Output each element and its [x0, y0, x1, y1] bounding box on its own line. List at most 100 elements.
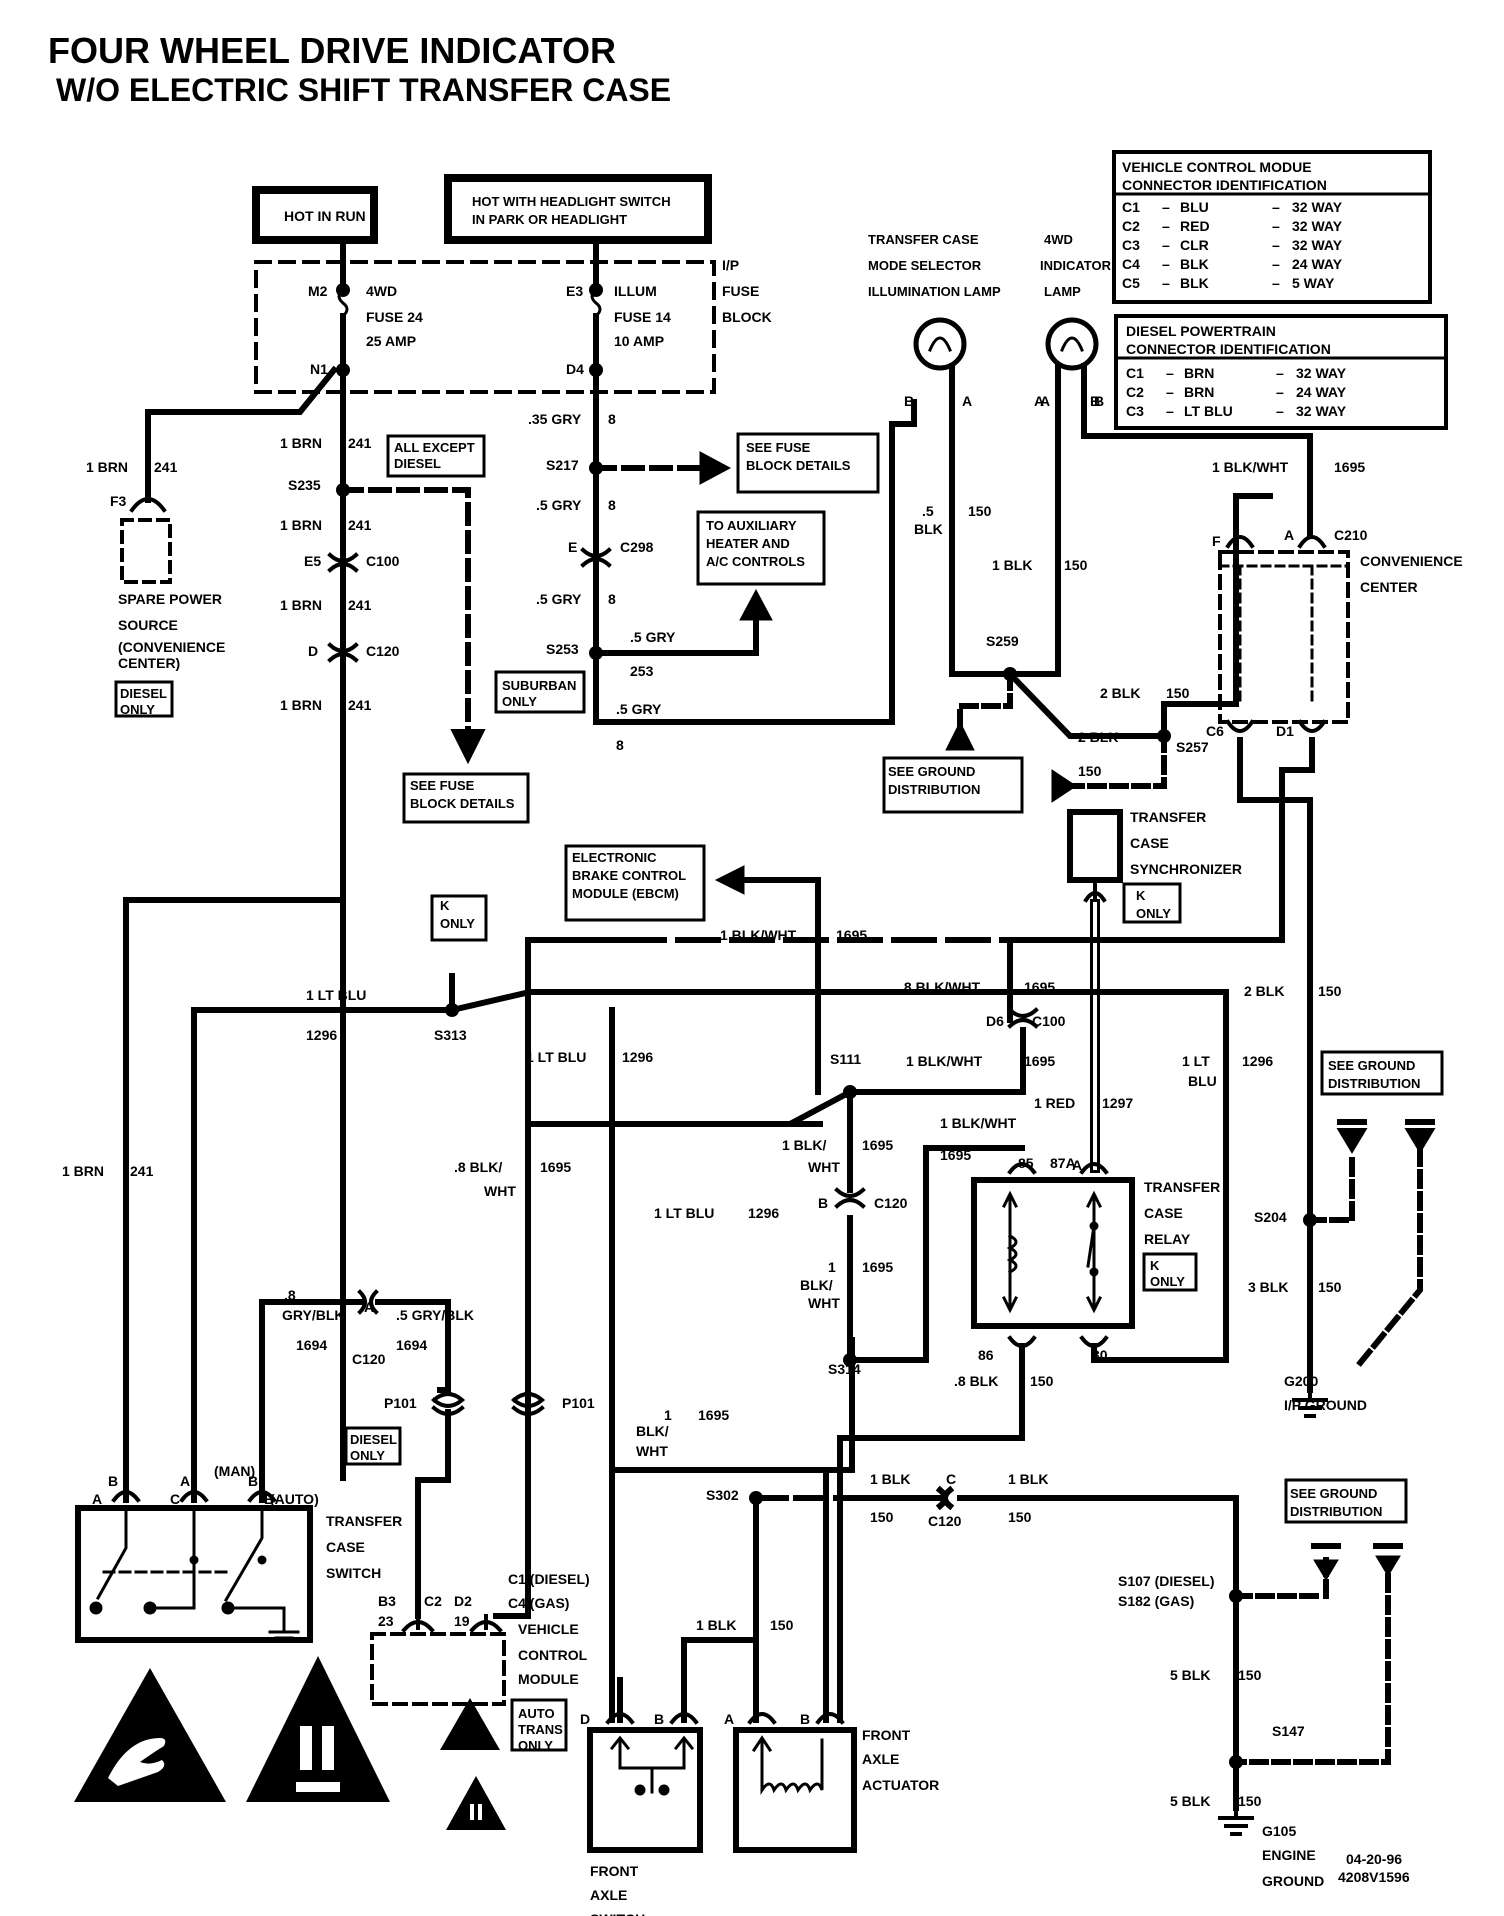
wire-241-color-0: 1 BRN [86, 459, 128, 475]
dpcm-table-cell: C1 [1126, 365, 1144, 381]
vcm-table-cell: BLK [1180, 256, 1209, 272]
note-37: ONLY [1150, 1274, 1185, 1289]
wire-1695-ebcm: 1 BLK/WHT [720, 927, 797, 943]
dpcm-table-cell: BRN [1184, 384, 1214, 400]
connector-a-9: A [1284, 527, 1294, 543]
note-4: TO AUXILIARY [706, 518, 797, 533]
vcm-table-cell: – [1272, 199, 1280, 215]
splice-s182: S182 (GAS) [1118, 1593, 1194, 1609]
wire-150-e: 150 [1064, 557, 1088, 573]
wire-2blk-c2: 150 [1078, 763, 1102, 779]
pin-a-8: A [724, 1711, 734, 1727]
vcm-table-cell: – [1162, 256, 1170, 272]
vcm-table-cell: – [1162, 275, 1170, 291]
wire-241-circuit-2: 241 [348, 517, 372, 533]
pin-b-5: B [264, 1491, 274, 1507]
vcm-table-cell: – [1162, 237, 1170, 253]
wire-1296-a: 1 LT BLU [306, 987, 366, 1003]
fuse24-fuse: FUSE 24 [366, 309, 423, 325]
wire-5blk-2c: 150 [1238, 1793, 1262, 1809]
wire-1297-b: 1297 [1102, 1095, 1133, 1111]
lamp2-pin-b: B [1094, 393, 1104, 409]
note-56: FRONT [862, 1727, 911, 1743]
connector-d-3: D [308, 643, 318, 659]
dpcm-table-cell: 32 WAY [1296, 403, 1347, 419]
fuse24-pin-in: M2 [308, 283, 328, 299]
note-59: SEE GROUND [1290, 1486, 1377, 1501]
note-38: G200 [1284, 1373, 1318, 1389]
dpcm-table-cell: – [1166, 365, 1174, 381]
wire-1695-v2b: BLK/ [800, 1277, 833, 1293]
pin-b-12: B [1090, 393, 1100, 409]
note-61: G105 [1262, 1823, 1296, 1839]
lamp2-pin-a: A [1034, 393, 1044, 409]
wire-5blk-1: 5 BLK [1170, 1667, 1210, 1683]
fuse-block-label-1: I/P [722, 257, 739, 273]
pin-b-9: B [800, 1711, 810, 1727]
note-3: BLOCK DETAILS [746, 458, 851, 473]
wire-1695-s111: 1 BLK/WHT [906, 1053, 983, 1069]
note-27: K [440, 898, 450, 913]
wire-241-color-4: 1 BRN [280, 697, 322, 713]
connector-c-31: C [946, 1471, 956, 1487]
vcm-table-cell: – [1272, 256, 1280, 272]
pin-b-7: B [654, 1711, 664, 1727]
connector-p101-19: P101 [562, 1395, 595, 1411]
vcm-table-cell: BLU [1180, 199, 1209, 215]
connector-p101-18: P101 [384, 1395, 417, 1411]
connector-e5-1: E5 [304, 553, 321, 569]
wire-1695-b4: 1695 [698, 1407, 729, 1423]
connector-n23-23: 23 [378, 1613, 394, 1629]
note-49: MODULE [518, 1671, 579, 1687]
connector-c100-13: C100 [1032, 1013, 1066, 1029]
note-2: SEE FUSE [746, 440, 811, 455]
dpcm-table-cell: C3 [1126, 403, 1144, 419]
wire-1blk-r1c: 150 [870, 1509, 894, 1525]
vcm-table-cell: CLR [1180, 237, 1209, 253]
fuse24-pin-out: N1 [310, 361, 328, 377]
wire-3blk-c: 150 [1318, 1279, 1342, 1295]
dpcm-table-cell: – [1276, 384, 1284, 400]
esd-class-ii-icon [246, 1656, 390, 1802]
dpcm-table-cell: 32 WAY [1296, 365, 1347, 381]
wire-8-color-4: .5 GRY [616, 701, 662, 717]
vcm-table-cell: 24 WAY [1292, 256, 1343, 272]
note-33: TRANSFER [1144, 1179, 1220, 1195]
note-0: ALL EXCEPT [394, 440, 475, 455]
connector-c210-7: C210 [1334, 527, 1368, 543]
splice-s259: S259 [986, 633, 1019, 649]
wire-150-d: 1 BLK [992, 557, 1032, 573]
wire-5blk-2: 5 BLK [1170, 1793, 1210, 1809]
connector-c298-6: C298 [620, 539, 654, 555]
indicator-lamp-label-1: 4WD [1044, 232, 1073, 247]
wire-2blk-3: 2 BLK [1244, 983, 1284, 999]
wire-241-color-left: 1 BRN [62, 1163, 104, 1179]
pin-c-4: C [170, 1491, 180, 1507]
wire-1297-a: 1 RED [1034, 1095, 1075, 1111]
note-17: SEE GROUND [888, 764, 975, 779]
note-65: 4208V1596 [1338, 1869, 1410, 1885]
dpcm-table-cell: – [1166, 384, 1174, 400]
splice-s111: S111 [830, 1051, 861, 1067]
connector-e-5: E [568, 539, 577, 555]
note-58: ACTUATOR [862, 1777, 939, 1793]
note-18: DISTRIBUTION [888, 782, 980, 797]
note-26: MODULE (EBCM) [572, 886, 679, 901]
wire-1695-s111c: 1695 [1024, 1053, 1055, 1069]
splice-s253: S253 [546, 641, 579, 657]
fuse14-name: ILLUM [614, 283, 657, 299]
wire-1296-i: 1296 [1242, 1053, 1273, 1069]
note-16: BLOCK DETAILS [410, 796, 515, 811]
note-51: TRANS [518, 1722, 563, 1737]
note-34: CASE [1144, 1205, 1183, 1221]
vcm-table-cell: 32 WAY [1292, 218, 1343, 234]
note-1: DIESEL [394, 456, 441, 471]
pin-a-11: A [1040, 393, 1050, 409]
vcm-table-cell: C4 [1122, 256, 1140, 272]
wire-1296-h: BLU [1188, 1073, 1217, 1089]
wire-1695-v2d: 1695 [862, 1259, 893, 1275]
note-52: ONLY [518, 1738, 553, 1753]
connector-c120-4: C120 [366, 643, 400, 659]
vcm-table-cell: C1 [1122, 199, 1140, 215]
